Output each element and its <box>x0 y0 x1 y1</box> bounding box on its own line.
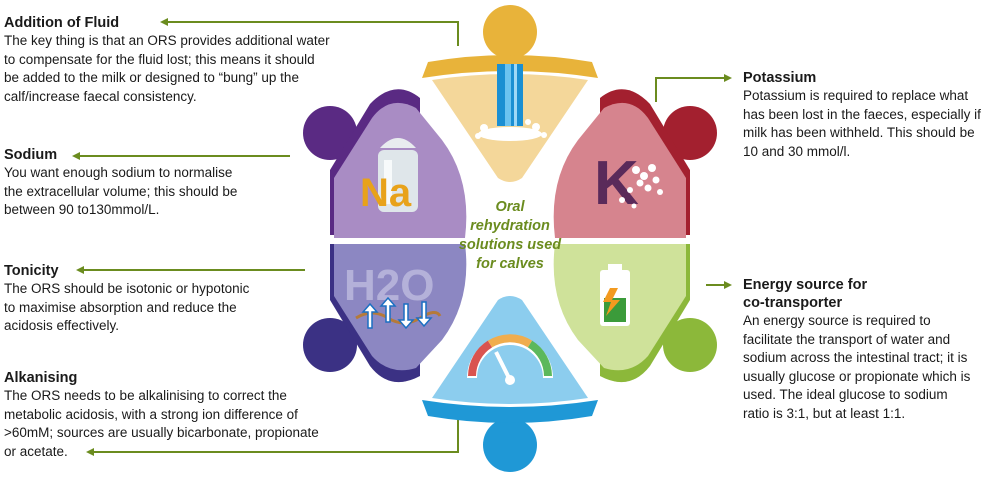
section-alkanising: Alkanising The ORS needs to be alkalinis… <box>4 369 374 461</box>
section-energy-line: used. The ideal glucose to sodium <box>743 387 948 402</box>
section-tonicity-line: acidosis effectively. <box>4 318 120 333</box>
arrow-alkanising <box>86 420 459 456</box>
section-energy-line: facilitate the transport of water and <box>743 331 951 347</box>
segment-sodium: Na <box>303 89 467 238</box>
section-tonicity-line: to maximise absorption and reduce the <box>4 299 237 315</box>
connector-arrows <box>72 18 732 456</box>
section-energy-line: sodium across the intestinal tract; it i… <box>743 350 968 365</box>
section-sodium-title: Sodium <box>4 147 58 163</box>
segment-alkanising <box>422 296 598 472</box>
section-potassium-line: Potassium is required to replace what <box>743 88 969 103</box>
center-title: Oral rehydration solutions used for calv… <box>455 198 565 274</box>
section-alkanising-line: metabolic acidosis, with a strong ion di… <box>4 406 298 422</box>
arrow-fluid <box>160 18 459 46</box>
section-fluid-line: The key thing is that an ORS provides ad… <box>4 33 330 48</box>
section-energy-title-line2: co-transporter <box>743 295 843 311</box>
section-alkanising-line: >60mM; sources are usually bicarbonate, … <box>4 425 319 440</box>
osmosis-arrows-icon <box>355 296 442 330</box>
section-potassium-title: Potassium <box>743 70 817 86</box>
section-potassium-line: 10 and 30 mmol/l. <box>743 143 851 159</box>
section-energy: Energy source for co-transporter An ener… <box>743 276 999 423</box>
section-sodium: Sodium You want enough sodium to normali… <box>4 146 294 220</box>
section-energy-line: An energy source is required to <box>743 313 931 328</box>
section-sodium-line: between 90 to130mmol/L. <box>4 202 160 217</box>
section-fluid: Addition of Fluid The key thing is that … <box>4 14 384 106</box>
section-alkanising-line: or acetate. <box>4 443 68 459</box>
potassium-symbol: K <box>594 149 639 218</box>
salt-shaker-icon <box>378 138 418 212</box>
center-title-line2: rehydration <box>470 218 550 234</box>
ph-gauge-icon <box>467 334 553 385</box>
center-title-line1: Oral <box>495 199 525 215</box>
section-sodium-line: You want enough sodium to normalise <box>4 165 233 180</box>
section-fluid-line: to compensate for the fluid lost; this m… <box>4 51 315 67</box>
section-fluid-line: calf/increase faecal consistency. <box>4 88 197 104</box>
center-title-line3: solutions used <box>458 237 562 253</box>
section-potassium: Potassium Potassium is required to repla… <box>743 69 999 161</box>
section-alkanising-line: The ORS needs to be alkalinising to corr… <box>4 388 287 403</box>
battery-icon <box>600 264 630 326</box>
section-energy-title-line1: Energy source for <box>743 277 868 293</box>
section-energy-line: usually glucose or propionate which is <box>743 368 971 384</box>
sodium-symbol: Na <box>360 171 412 215</box>
section-tonicity-title: Tonicity <box>4 263 59 279</box>
section-alkanising-title: Alkanising <box>4 370 78 386</box>
section-fluid-line: be added to the milk or designed to “bun… <box>4 70 299 85</box>
segment-potassium: K <box>553 89 717 238</box>
section-energy-line: ratio is 3:1, but at least 1:1. <box>743 405 906 421</box>
arrow-potassium <box>655 74 732 102</box>
segment-tonicity: H2O <box>303 244 467 383</box>
section-sodium-line: the extracellular volume; this should be <box>4 183 238 199</box>
section-potassium-line: has been lost in the faeces, especially … <box>743 106 981 122</box>
section-tonicity-line: The ORS should be isotonic or hypotonic <box>4 281 250 296</box>
salt-crystals-icon <box>619 164 663 209</box>
segment-energy <box>553 244 717 383</box>
section-potassium-line: milk has been withheld. This should be <box>743 125 975 140</box>
section-fluid-title: Addition of Fluid <box>4 15 120 31</box>
center-title-line4: for calves <box>476 256 544 272</box>
section-tonicity: Tonicity The ORS should be isotonic or h… <box>4 262 299 336</box>
segment-fluid <box>422 5 598 182</box>
